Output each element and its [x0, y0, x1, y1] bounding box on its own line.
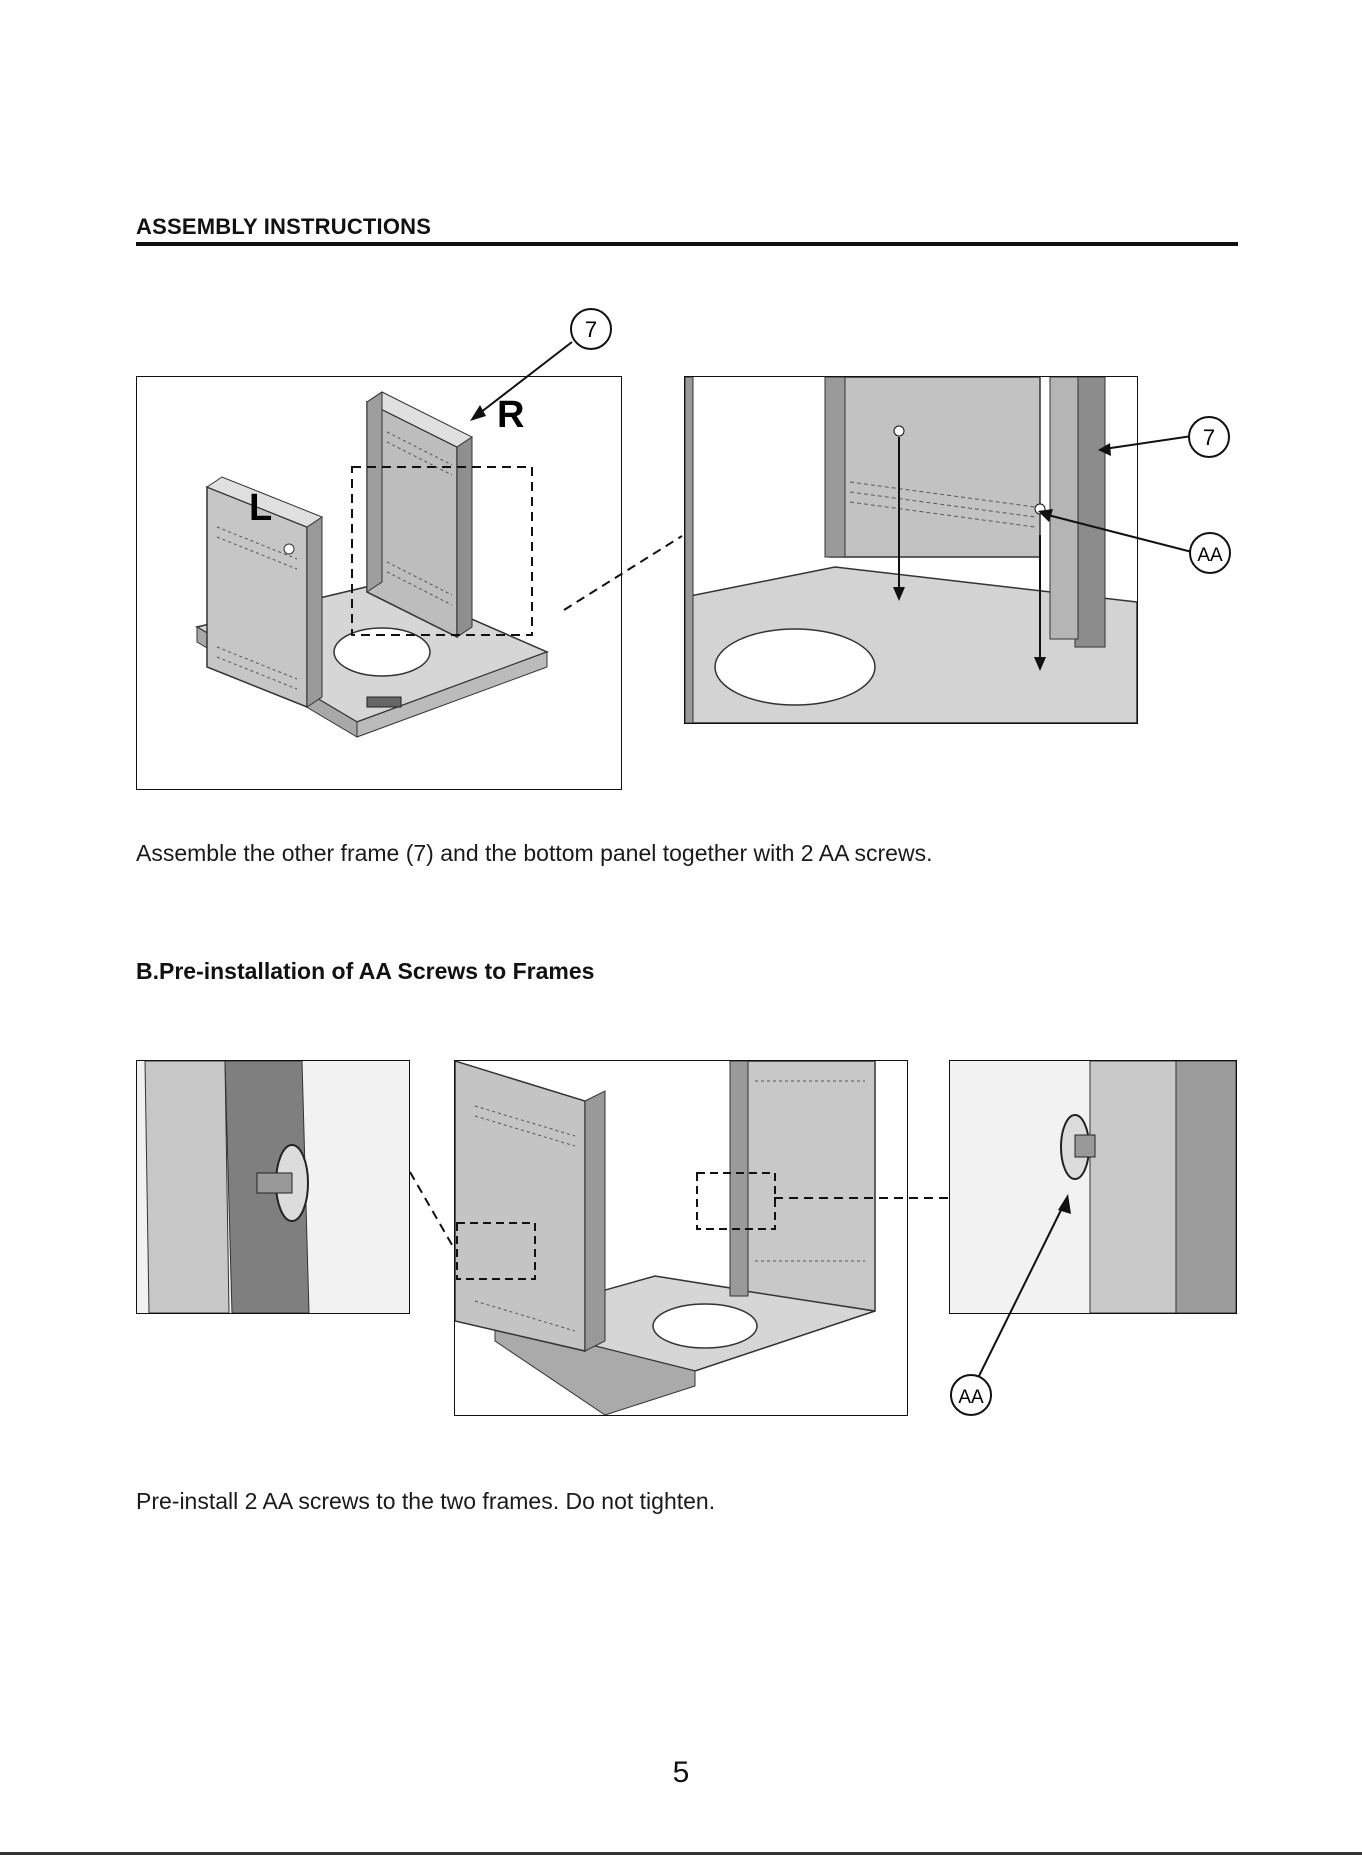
screw-closeup-right-illustration	[950, 1061, 1236, 1313]
footer-divider	[0, 1852, 1362, 1855]
figure-frames-overview: L R	[136, 376, 622, 790]
callout-part-7-closeup: 7	[1203, 425, 1215, 450]
figure-screw-closeup-left	[136, 1060, 410, 1314]
callout-part-aa: AA	[1197, 545, 1223, 566]
step-b-caption: Pre-install 2 AA screws to the two frame…	[136, 1488, 715, 1515]
frames-assembly-illustration	[455, 1061, 907, 1415]
frame-label-left: L	[249, 487, 272, 529]
figure-screw-closeup-right	[949, 1060, 1237, 1314]
callout-part-aa-preinstall: AA	[958, 1387, 984, 1408]
screw-closeup-left-illustration	[137, 1061, 409, 1313]
header-divider	[136, 242, 1238, 246]
step-a-caption: Assemble the other frame (7) and the bot…	[136, 840, 932, 867]
frame-label-right: R	[497, 394, 524, 436]
section-title: ASSEMBLY INSTRUCTIONS	[136, 214, 431, 240]
figure-frame-closeup	[684, 376, 1138, 724]
frame-closeup-illustration	[685, 377, 1137, 723]
frames-overview-illustration: L R	[137, 377, 621, 789]
callout-part-7: 7	[585, 317, 597, 342]
figure-frames-assembly	[454, 1060, 908, 1416]
step-b-heading: B.Pre-installation of AA Screws to Frame…	[136, 958, 594, 985]
page-number: 5	[0, 1756, 1362, 1790]
